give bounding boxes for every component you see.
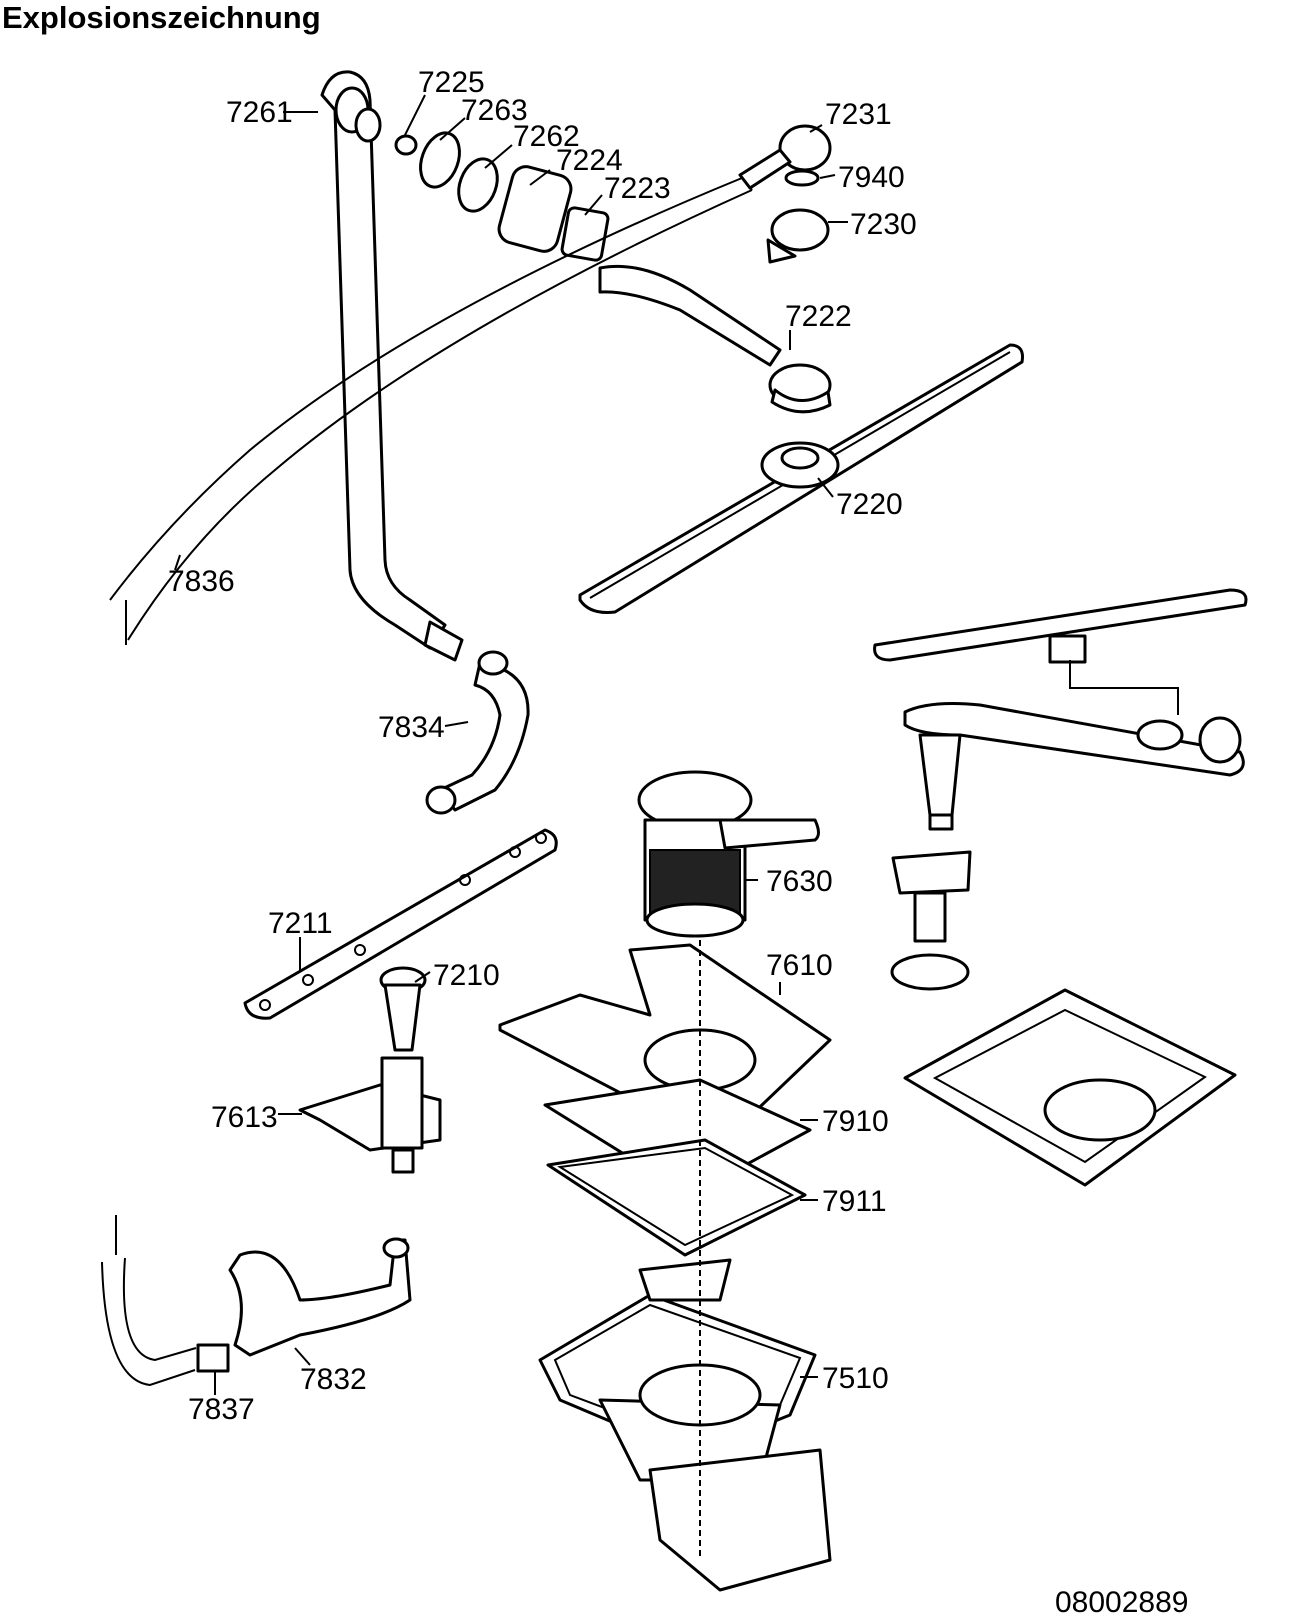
callout-7225: 7225 [418, 66, 485, 99]
supply-pipe-part [320, 70, 464, 662]
callout-7510: 7510 [822, 1362, 889, 1395]
drain-hose-part [425, 650, 530, 815]
coupling-parts [394, 131, 610, 262]
callout-7836: 7836 [168, 565, 235, 598]
top-spray-head-part [738, 124, 832, 264]
callout-7610: 7610 [766, 949, 833, 982]
callout-7223: 7223 [604, 172, 671, 205]
callout-7231: 7231 [825, 98, 892, 131]
callout-7224: 7224 [556, 144, 623, 177]
sump-cover-part [903, 988, 1237, 1187]
sump-part [538, 1258, 832, 1592]
lower-spray-arm-part [243, 828, 558, 1020]
spray-arm-bracket-part [598, 264, 832, 414]
callout-7910: 7910 [822, 1105, 889, 1138]
callout-7834: 7834 [378, 711, 445, 744]
drawing-number: 08002889 [1055, 1586, 1188, 1619]
callout-7222: 7222 [785, 300, 852, 333]
callout-7211: 7211 [268, 907, 333, 940]
upper-spray-arm-part [578, 343, 1024, 614]
callout-7220: 7220 [836, 488, 903, 521]
page-title: Explosionszeichnung [2, 0, 321, 35]
callout-7210: 7210 [433, 959, 500, 992]
callout-7261: 7261 [226, 96, 293, 129]
callout-7613: 7613 [211, 1101, 278, 1134]
callout-7262: 7262 [513, 120, 580, 153]
callout-7911: 7911 [822, 1185, 887, 1218]
callout-7837: 7837 [188, 1393, 255, 1426]
callout-7630: 7630 [766, 865, 833, 898]
sump-seals-part [543, 1078, 812, 1257]
callout-7263: 7263 [461, 94, 528, 127]
callout-7940: 7940 [838, 161, 905, 194]
distributor-part [298, 966, 442, 1174]
lower-spray-arm-assembly [873, 588, 1248, 991]
lower-hoses-part [101, 1215, 412, 1387]
filter-part [637, 770, 820, 938]
callout-7230: 7230 [850, 208, 917, 241]
callout-7832: 7832 [300, 1363, 367, 1396]
